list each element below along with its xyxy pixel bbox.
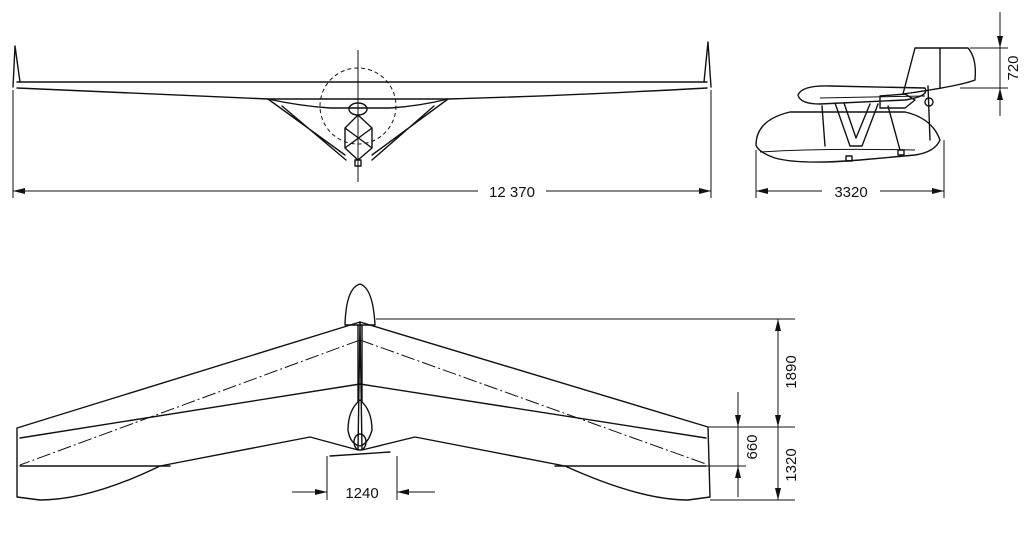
top-engine: [347, 399, 373, 447]
top-tail-fin: [344, 283, 376, 326]
top-propeller-hub: [353, 433, 367, 451]
front-right-strut: [371, 98, 449, 161]
tip-arrow-bottom: [775, 488, 781, 500]
front-view: 12 370: [12, 41, 712, 201]
side-wing-chordline: [819, 95, 926, 99]
front-right-tip-fin: [703, 41, 712, 88]
top-left-trailing-line: [19, 383, 361, 467]
top-right-trailing-line: [359, 383, 707, 467]
side-strut-v: [834, 102, 879, 147]
mid-arrow-top: [735, 415, 741, 427]
side-hull-step: [759, 148, 916, 153]
side-arrow-right: [932, 188, 944, 194]
side-arrow-left: [756, 188, 768, 194]
mid-offset-dimension-label: 660: [744, 434, 761, 459]
float-width-dimension-label: 1240: [345, 485, 378, 502]
front-left-tip-fin: [12, 45, 21, 88]
float-arrow-right: [397, 489, 409, 495]
side-hull-step-mark-1: [845, 155, 853, 162]
side-fin: [902, 47, 977, 95]
side-hull: [755, 111, 941, 163]
span-arrow-right: [699, 188, 711, 194]
mid-arrow-bottom: [735, 466, 741, 478]
side-prop-hub: [924, 97, 934, 107]
side-length-dimension-label: 3320: [834, 184, 867, 201]
chord-arrow-top: [775, 319, 781, 331]
float-arrow-left: [315, 489, 327, 495]
span-dimension-label: 12 370: [489, 184, 535, 201]
fin-arrow-top: [997, 36, 1003, 48]
tip-offset-dimension-label: 1320: [783, 448, 800, 481]
side-wing-section: [797, 85, 927, 105]
fin-height-dimension-label: 720: [1005, 55, 1022, 80]
side-view: 720 3320: [755, 12, 1022, 201]
root-chord-dimension-label: 1890: [783, 355, 800, 388]
side-engine: [879, 93, 916, 109]
front-wing-center-dip: [267, 98, 449, 109]
front-wing-lower: [16, 87, 708, 100]
side-hull-step-mark-2: [897, 149, 905, 156]
top-propeller: [329, 451, 391, 457]
fin-arrow-bottom: [997, 88, 1003, 100]
top-fuselage-spine: [357, 324, 363, 403]
top-view: 1240 1890 1320 660: [16, 283, 800, 502]
top-left-spar-line: [19, 339, 361, 466]
span-arrow-left: [13, 188, 25, 194]
front-left-strut: [267, 98, 347, 161]
side-propeller: [927, 85, 931, 141]
chord-arrow-bottom: [775, 415, 781, 427]
top-right-spar-line: [359, 339, 707, 465]
